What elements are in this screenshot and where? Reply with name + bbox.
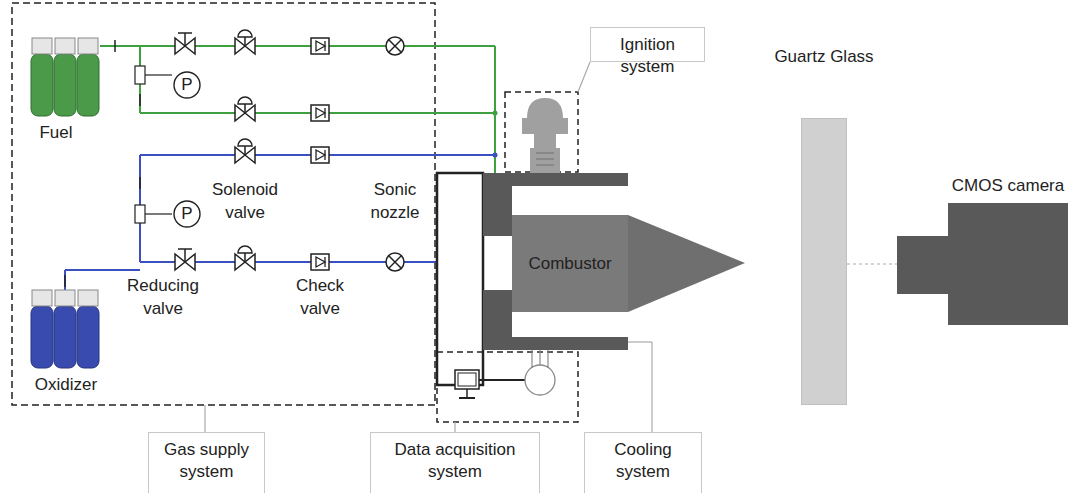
node-text: Cooling system xyxy=(585,439,701,483)
part-title: Guartz Glass xyxy=(774,46,873,68)
camera-body: CMOS camera xyxy=(948,203,1068,325)
callout-box: Data acquisition system xyxy=(370,432,540,493)
part-label: Solenoid valve xyxy=(205,178,285,224)
node-text: Ignition system xyxy=(591,34,704,78)
node-text: P xyxy=(181,205,192,223)
node-text: P xyxy=(181,76,192,94)
callout-box: Cooling system xyxy=(584,432,702,493)
part-label: Sonic nozzle xyxy=(359,178,431,224)
combustor-chamber: Combustor xyxy=(512,215,628,312)
node-text: Combustor xyxy=(528,253,611,275)
part-label: Check valve xyxy=(288,274,352,320)
callout-box: Gas supply system xyxy=(148,432,265,493)
part-label: Oxidizer xyxy=(21,373,111,396)
part-label: Fuel xyxy=(26,121,86,144)
part-label: Reducing valve xyxy=(121,274,205,320)
node-text: Data acquisition system xyxy=(371,439,539,483)
pressure-gauge: P xyxy=(173,200,201,228)
node-text: Gas supply system xyxy=(149,439,264,483)
quartz-glass: Guartz Glass xyxy=(801,118,847,405)
callout-box: Ignition system xyxy=(590,27,705,62)
pressure-gauge: P xyxy=(173,71,201,99)
part-title: CMOS camera xyxy=(952,175,1064,197)
